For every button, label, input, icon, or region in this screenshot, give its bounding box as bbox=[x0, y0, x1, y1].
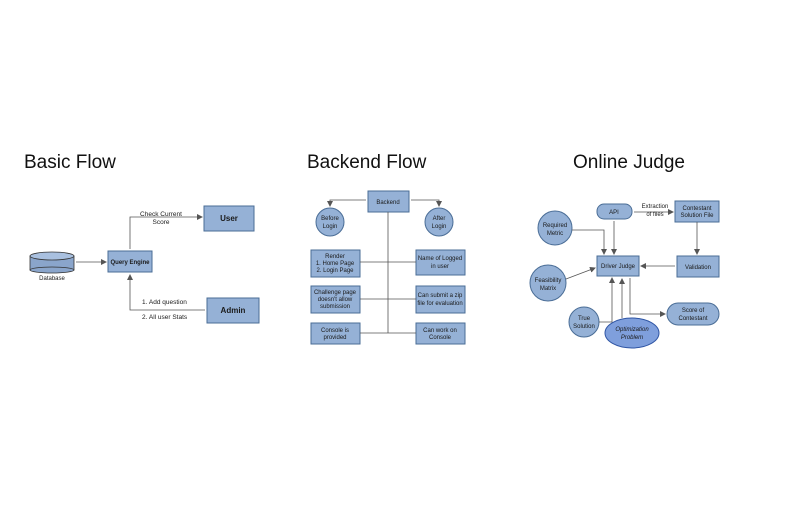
required-metric-node: Required Metric bbox=[537, 210, 573, 246]
online-judge-title: Online Judge bbox=[573, 152, 685, 173]
backend-node: Backend bbox=[367, 190, 410, 213]
query-to-user-arrow bbox=[129, 214, 203, 249]
console-label-1: Console is bbox=[321, 328, 349, 334]
render-label-2: 1. Home Page bbox=[316, 261, 355, 267]
backend-to-after-arrow bbox=[411, 199, 442, 207]
feasibility-to-driver-arrow bbox=[565, 266, 596, 280]
after-login-label-2: Login bbox=[432, 224, 447, 230]
optimization-problem-node: Optimization Problem bbox=[604, 317, 660, 349]
required-metric-label-1: Required bbox=[543, 223, 567, 229]
basic-flow-diagram: Database Query Engine User Admin Check C… bbox=[29, 205, 260, 324]
contestant-file-label-2: Solution File bbox=[680, 213, 714, 219]
feasibility-label-1: Feasibility bbox=[535, 278, 562, 284]
before-login-label-1: Before bbox=[321, 216, 339, 222]
before-login-label-2: Login bbox=[323, 224, 338, 230]
logged-name-label-2: in user bbox=[431, 264, 449, 270]
after-login-node: After Login bbox=[424, 207, 454, 237]
work-console-label-1: Can work on bbox=[423, 328, 457, 334]
backend-flow-diagram: Backend Before Login After Login Render … bbox=[310, 190, 466, 345]
user-label: User bbox=[220, 214, 238, 223]
backend-label: Backend bbox=[376, 200, 399, 206]
driver-judge-node: Driver Judge bbox=[596, 255, 640, 277]
basic-flow-title: Basic Flow bbox=[24, 152, 116, 173]
add-question-label: 1. Add question bbox=[142, 299, 187, 306]
database-label: Database bbox=[39, 276, 65, 282]
database-node: Database bbox=[29, 251, 75, 282]
optimization-label-1: Optimization bbox=[615, 327, 649, 333]
render-label-3: 2. Login Page bbox=[316, 268, 354, 274]
user-node: User bbox=[203, 205, 255, 232]
zip-submit-node: Can submit a zip file for evaluation bbox=[415, 285, 466, 314]
after-login-label-1: After bbox=[433, 216, 446, 222]
work-console-label-2: Console bbox=[429, 335, 452, 341]
online-judge-diagram: API Extraction of files Contestant Solut… bbox=[529, 200, 720, 349]
score-label-1: Score of bbox=[682, 308, 705, 314]
optimization-label-2: Problem bbox=[621, 335, 643, 341]
score-label-2: Contestant bbox=[678, 316, 707, 322]
work-console-node: Can work on Console bbox=[415, 322, 466, 345]
required-metric-label-2: Metric bbox=[547, 231, 563, 237]
logged-name-label-1: Name of Logged bbox=[418, 256, 462, 262]
zip-submit-label-1: Can submit a zip bbox=[418, 293, 463, 299]
check-score-label-1: Check Current bbox=[140, 211, 182, 218]
admin-node: Admin bbox=[206, 297, 260, 324]
driver-judge-label: Driver Judge bbox=[601, 264, 636, 270]
extraction-label-2: of files bbox=[646, 212, 663, 218]
contestant-file-node: Contestant Solution File bbox=[674, 200, 720, 223]
driver-to-score-arrow bbox=[629, 278, 666, 317]
zip-submit-label-2: file for evaluation bbox=[417, 301, 462, 307]
logged-name-node: Name of Logged in user bbox=[415, 249, 466, 276]
before-login-node: Before Login bbox=[315, 207, 345, 237]
challenge-label-2: doesn't allow bbox=[318, 297, 353, 303]
query-engine-node: Query Engine bbox=[107, 250, 153, 273]
render-label-1: Render bbox=[325, 254, 345, 260]
api-node: API bbox=[596, 203, 633, 220]
true-solution-label-2: Solution bbox=[573, 324, 595, 330]
admin-to-query-arrow bbox=[127, 274, 205, 311]
validation-label: Validation bbox=[685, 265, 711, 271]
metric-to-driver-arrow bbox=[572, 229, 607, 255]
validation-node: Validation bbox=[676, 255, 720, 278]
feasibility-matrix-node: Feasibility Matrix bbox=[529, 264, 567, 302]
query-engine-label: Query Engine bbox=[110, 260, 150, 266]
api-label: API bbox=[609, 210, 619, 216]
backend-to-before-arrow bbox=[327, 199, 366, 207]
render-node: Render 1. Home Page 2. Login Page bbox=[310, 249, 361, 278]
challenge-node: Challenge page doesn't allow submission bbox=[310, 285, 361, 314]
user-stats-label: 2. All user Stats bbox=[142, 314, 188, 321]
truesolution-to-driver-arrow bbox=[599, 277, 615, 323]
backend-flow-title: Backend Flow bbox=[307, 152, 427, 173]
console-label-2: provided bbox=[323, 335, 346, 341]
contestant-file-label-1: Contestant bbox=[682, 206, 711, 212]
true-solution-node: True Solution bbox=[568, 306, 600, 338]
admin-label: Admin bbox=[221, 306, 246, 315]
feasibility-label-2: Matrix bbox=[540, 286, 556, 292]
extraction-label-1: Extraction bbox=[642, 204, 669, 210]
challenge-label-1: Challenge page bbox=[314, 290, 357, 296]
check-score-label-2: Score bbox=[153, 219, 170, 226]
true-solution-label-1: True bbox=[578, 316, 591, 322]
console-node: Console is provided bbox=[310, 322, 361, 345]
challenge-label-3: submission bbox=[320, 304, 350, 310]
score-node: Score of Contestant bbox=[666, 302, 720, 326]
